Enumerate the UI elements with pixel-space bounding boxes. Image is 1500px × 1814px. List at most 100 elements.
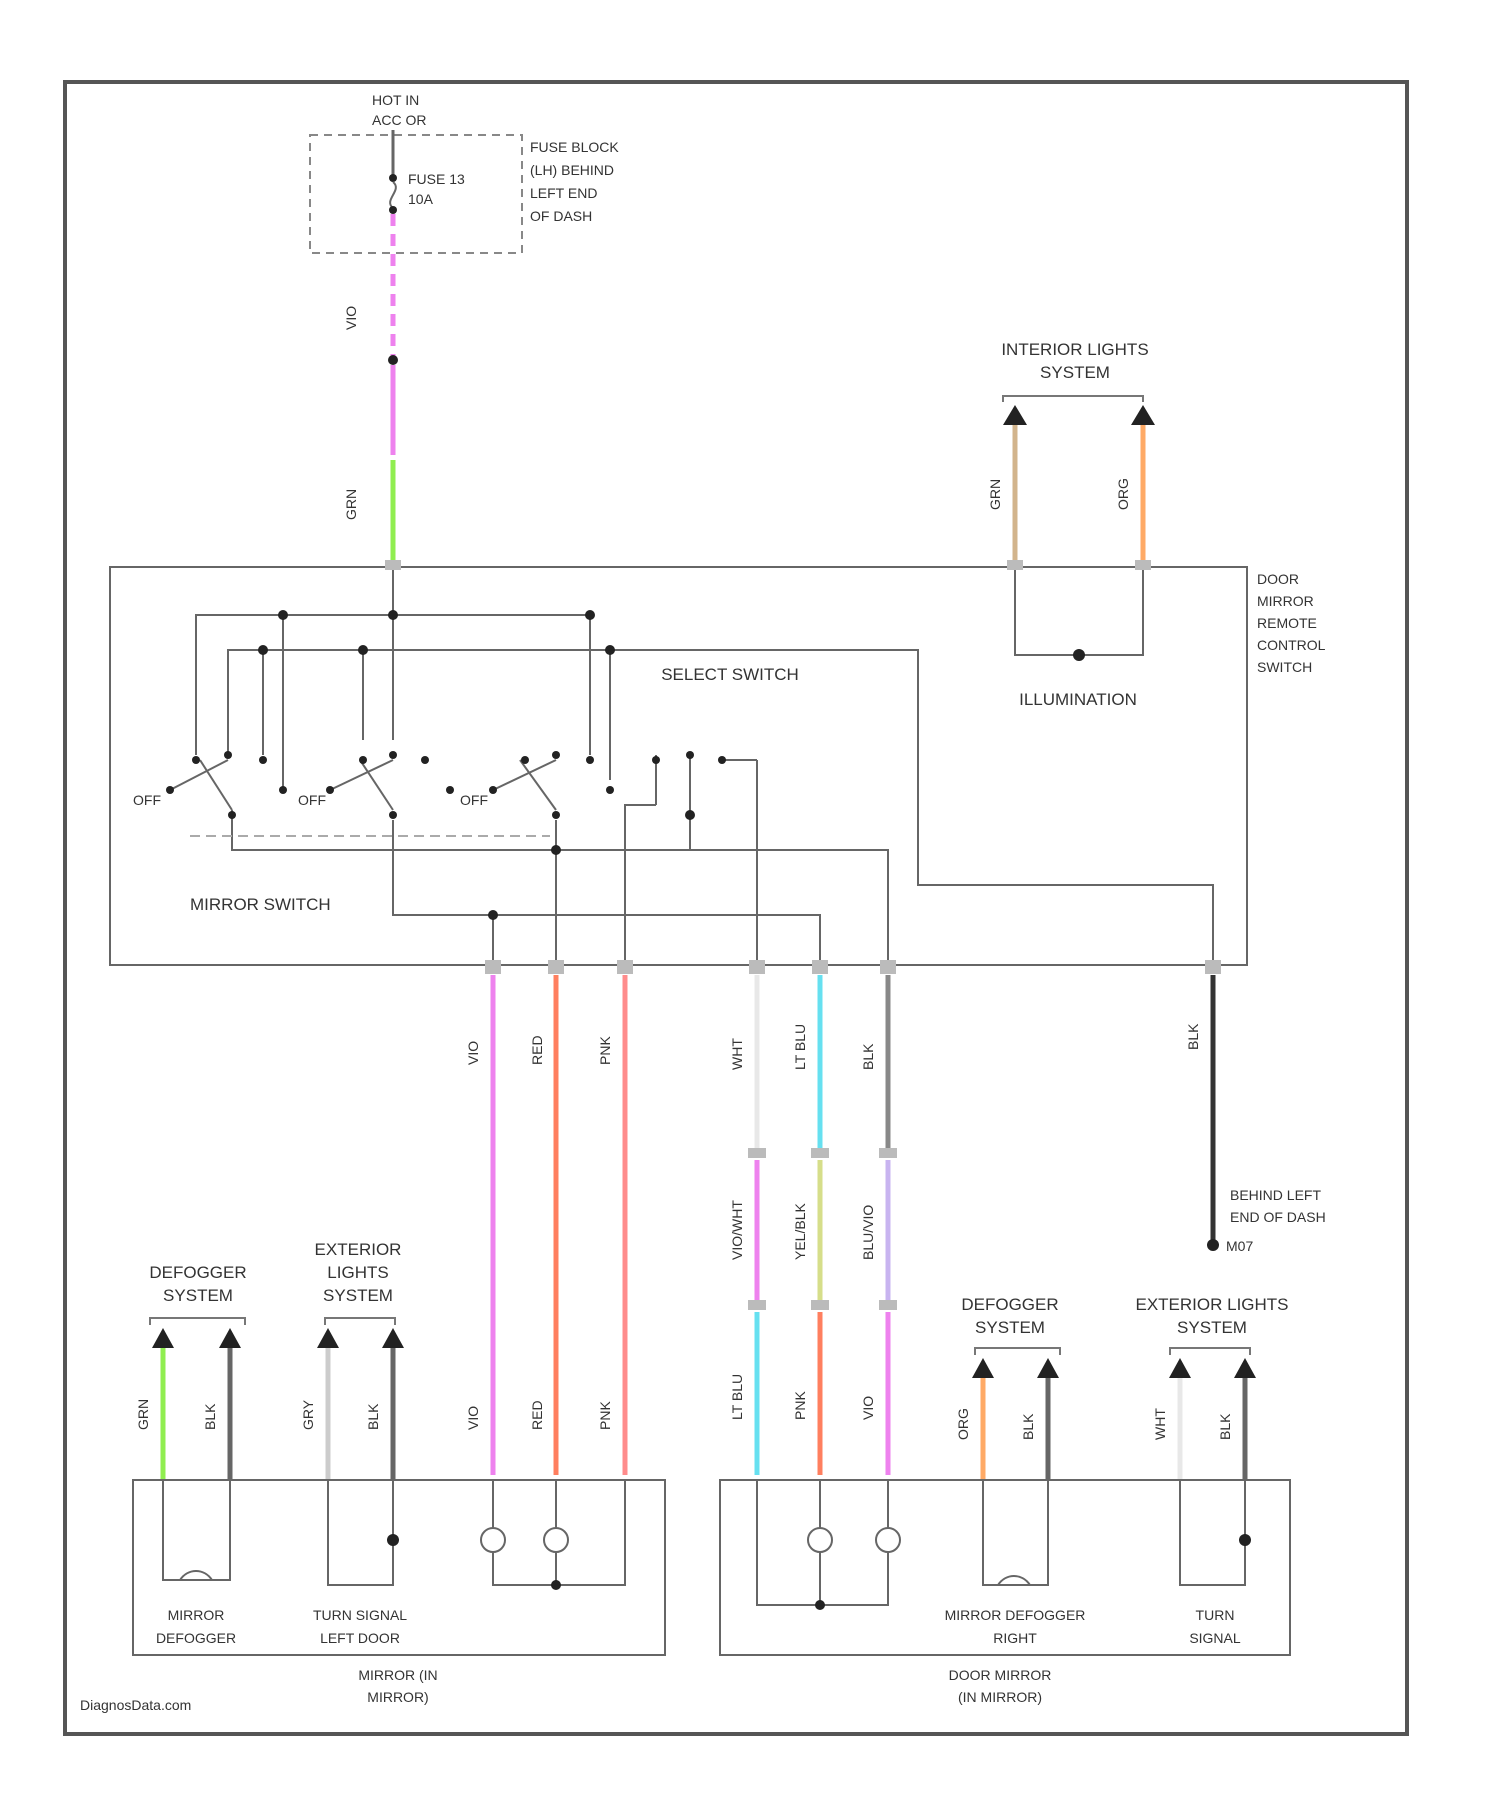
svg-text:END OF DASH: END OF DASH [1230, 1209, 1326, 1225]
off-label-2: OFF [298, 792, 326, 808]
svg-text:DEFOGGER: DEFOGGER [961, 1295, 1058, 1314]
wire-label-l-red: RED [529, 1400, 545, 1430]
svg-text:MIRROR (IN: MIRROR (IN [358, 1667, 437, 1683]
wire-label-r-org: ORG [955, 1408, 971, 1440]
svg-text:(IN MIRROR): (IN MIRROR) [958, 1689, 1042, 1705]
power-source-label: HOT IN ACC OR [372, 92, 426, 128]
svg-text:BEHIND LEFT: BEHIND LEFT [1230, 1187, 1321, 1203]
wire-label-yel-blk: YEL/BLK [792, 1203, 808, 1260]
svg-text:DEFOGGER: DEFOGGER [149, 1263, 246, 1282]
wire-label-gnd-blk: BLK [1185, 1023, 1201, 1050]
mirror-defogger-right-label: MIRROR DEFOGGER RIGHT [945, 1607, 1086, 1646]
connector-terminals [385, 560, 1221, 974]
svg-text:INTERIOR LIGHTS: INTERIOR LIGHTS [1001, 340, 1148, 359]
switch-junction-dots [258, 610, 695, 920]
svg-text:TURN: TURN [1196, 1607, 1235, 1623]
illumination-circuit [1015, 567, 1143, 655]
svg-text:DEFOGGER: DEFOGGER [156, 1630, 236, 1646]
arrow-interior-2-icon [1131, 405, 1155, 425]
svg-text:DOOR MIRROR: DOOR MIRROR [949, 1667, 1052, 1683]
arrow-left-ext-1-icon [317, 1328, 339, 1348]
door-mirror-right-box-label: DOOR MIRROR (IN MIRROR) [949, 1667, 1052, 1705]
svg-text:ACC OR: ACC OR [372, 112, 426, 128]
wire-label-red: RED [529, 1035, 545, 1065]
svg-text:10A: 10A [408, 191, 434, 207]
fuse-label: FUSE 13 10A [408, 171, 465, 207]
mirror-defogger-left-label: MIRROR DEFOGGER [156, 1607, 236, 1646]
arrow-left-ext-2-icon [382, 1328, 404, 1348]
ground-id-label: M07 [1226, 1238, 1253, 1254]
wire-label-l-blk1: BLK [202, 1403, 218, 1430]
arrow-left-defog-2-icon [219, 1328, 241, 1348]
wire-label-int-grn: GRN [987, 479, 1003, 510]
svg-text:CONTROL: CONTROL [1257, 637, 1326, 653]
svg-text:SYSTEM: SYSTEM [323, 1286, 393, 1305]
svg-text:HOT IN: HOT IN [372, 92, 419, 108]
exterior-right-label: EXTERIOR LIGHTS SYSTEM [1135, 1295, 1288, 1337]
svg-text:SWITCH: SWITCH [1257, 659, 1312, 675]
svg-text:REMOTE: REMOTE [1257, 615, 1317, 631]
select-switch-label: SELECT SWITCH [661, 665, 799, 684]
svg-text:MIRROR: MIRROR [1257, 593, 1314, 609]
wire-label-l-pnk: PNK [597, 1401, 613, 1430]
wire-label-r-wht: WHT [1152, 1408, 1168, 1440]
door-mirror-switch-label: DOOR MIRROR REMOTE CONTROL SWITCH [1257, 571, 1326, 675]
wire-label-vio: VIO [465, 1041, 481, 1065]
wire-label-vio-wht: VIO/WHT [729, 1200, 745, 1260]
svg-text:MIRROR): MIRROR) [367, 1689, 428, 1705]
wire-label-low-ltblu: LT BLU [729, 1374, 745, 1420]
left-mirror-motor-icons [481, 1528, 568, 1552]
svg-text:RIGHT: RIGHT [993, 1630, 1037, 1646]
ground-location-label: BEHIND LEFT END OF DASH [1230, 1187, 1326, 1225]
fuse-terminal-bottom [389, 206, 397, 214]
fuse-symbol [390, 182, 396, 208]
switch-internal-wiring [196, 567, 1213, 960]
svg-text:OF DASH: OF DASH [530, 208, 592, 224]
arrow-right-ext-1-icon [1169, 1358, 1191, 1378]
splice-feed [388, 355, 398, 365]
defogger-right-label: DEFOGGER SYSTEM [961, 1295, 1058, 1337]
connector-mid-upper [748, 1148, 897, 1158]
arrow-right-defog-1-icon [972, 1358, 994, 1378]
svg-text:EXTERIOR: EXTERIOR [315, 1240, 402, 1259]
connector-mid-lower [748, 1300, 897, 1310]
wire-label-l-gry: GRY [300, 1399, 316, 1430]
off-label-1: OFF [133, 792, 161, 808]
left-defogger-element-icon [180, 1571, 212, 1580]
wire-label-r-blk2: BLK [1217, 1413, 1233, 1440]
svg-text:LIGHTS: LIGHTS [327, 1263, 388, 1282]
wire-label-low-pnk: PNK [792, 1391, 808, 1420]
wire-label-top-vio: VIO [343, 306, 359, 330]
left-turn-bulb-icon [387, 1534, 399, 1546]
svg-text:SIGNAL: SIGNAL [1189, 1630, 1241, 1646]
mirror-switch-label: MIRROR SWITCH [190, 895, 331, 914]
right-turn-bulb-icon [1239, 1534, 1251, 1546]
defogger-left-label: DEFOGGER SYSTEM [149, 1263, 246, 1305]
mirror-left-box [133, 1480, 665, 1655]
wire-label-r-blk1: BLK [1020, 1413, 1036, 1440]
door-mirror-right-box [720, 1480, 1290, 1655]
watermark: DiagnosData.com [80, 1697, 191, 1713]
mirror-switch-contacts [170, 760, 556, 810]
wire-label-ltblu: LT BLU [792, 1024, 808, 1070]
wire-label-low-vio: VIO [860, 1396, 876, 1420]
svg-text:SYSTEM: SYSTEM [975, 1318, 1045, 1337]
svg-text:SYSTEM: SYSTEM [1040, 363, 1110, 382]
arrow-right-defog-2-icon [1037, 1358, 1059, 1378]
svg-text:SYSTEM: SYSTEM [1177, 1318, 1247, 1337]
svg-text:(LH) BEHIND: (LH) BEHIND [530, 162, 614, 178]
wire-label-blk: BLK [860, 1043, 876, 1070]
svg-text:FUSE BLOCK: FUSE BLOCK [530, 139, 619, 155]
svg-text:DOOR: DOOR [1257, 571, 1299, 587]
right-mirror-motor-icons [808, 1528, 900, 1552]
arrow-interior-1-icon [1003, 405, 1027, 425]
turn-signal-left-label: TURN SIGNAL LEFT DOOR [313, 1607, 407, 1646]
wire-label-blu-vio: BLU/VIO [860, 1205, 876, 1260]
off-label-3: OFF [460, 792, 488, 808]
wire-label-wht: WHT [729, 1038, 745, 1070]
svg-text:FUSE 13: FUSE 13 [408, 171, 465, 187]
exterior-left-label: EXTERIOR LIGHTS SYSTEM [315, 1240, 402, 1305]
arrow-right-ext-2-icon [1234, 1358, 1256, 1378]
svg-text:MIRROR: MIRROR [168, 1607, 225, 1623]
